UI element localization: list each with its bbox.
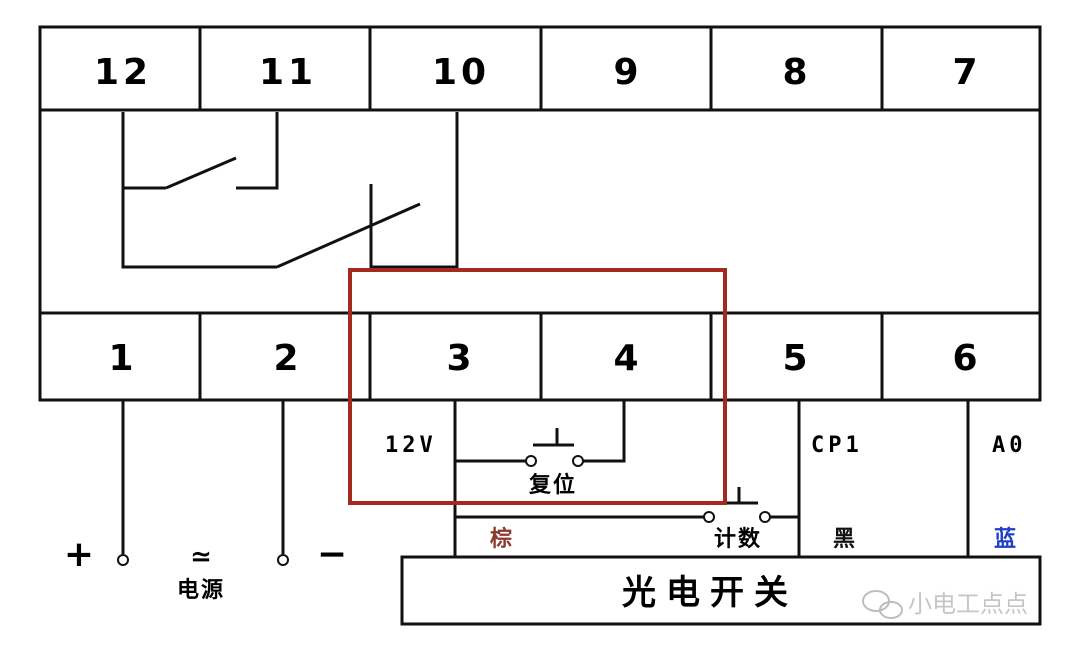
terminal-6: 6 <box>952 338 981 379</box>
ac-symbol: ≃ <box>190 542 212 572</box>
count-contact-left <box>703 511 715 523</box>
minus-sign: − <box>317 534 347 575</box>
sensor-label: 光电开关 <box>622 573 798 613</box>
wechat-icon <box>862 590 903 619</box>
reset-circuit <box>453 400 626 556</box>
terminal-10: 10 <box>432 52 490 93</box>
terminal-2: 2 <box>273 338 302 379</box>
wire-color-black: 黑 <box>833 527 857 552</box>
terminal-3: 3 <box>446 338 475 379</box>
wire-color-blue: 蓝 <box>994 527 1018 552</box>
power-label: 电源 <box>177 578 225 603</box>
terminal-11: 11 <box>259 52 317 93</box>
bottom-terminal-separators <box>198 313 884 400</box>
wire-color-brown: 棕 <box>490 526 514 552</box>
reset-contact-left <box>525 455 537 467</box>
highlight-frame <box>348 268 727 505</box>
terminal-4: 4 <box>613 338 642 379</box>
watermark-text: 小电工点点 <box>908 590 1028 618</box>
relay-contacts <box>121 112 459 269</box>
watermark: 小电工点点 <box>862 590 1028 619</box>
reset-contact-right <box>572 455 584 467</box>
reset-switch-label: 复位 <box>528 472 577 498</box>
label-12v: 12V <box>385 433 437 458</box>
terminal-12: 12 <box>94 52 152 93</box>
terminal-8: 8 <box>782 52 811 93</box>
top-terminal-separators <box>198 27 884 110</box>
power-wires <box>121 400 285 554</box>
label-a0: A0 <box>992 433 1027 458</box>
count-switch-label: 计数 <box>714 526 762 552</box>
terminal-9: 9 <box>613 52 642 93</box>
power-plus-node <box>117 554 129 566</box>
terminal-5: 5 <box>782 338 811 379</box>
count-circuit <box>455 400 801 556</box>
terminal-1: 1 <box>108 338 137 379</box>
label-cp1: CP1 <box>811 433 863 458</box>
plus-sign: + <box>64 534 94 575</box>
count-contact-right <box>759 511 771 523</box>
terminal-7: 7 <box>952 52 981 93</box>
sensor-box <box>400 555 1042 626</box>
power-minus-node <box>277 554 289 566</box>
